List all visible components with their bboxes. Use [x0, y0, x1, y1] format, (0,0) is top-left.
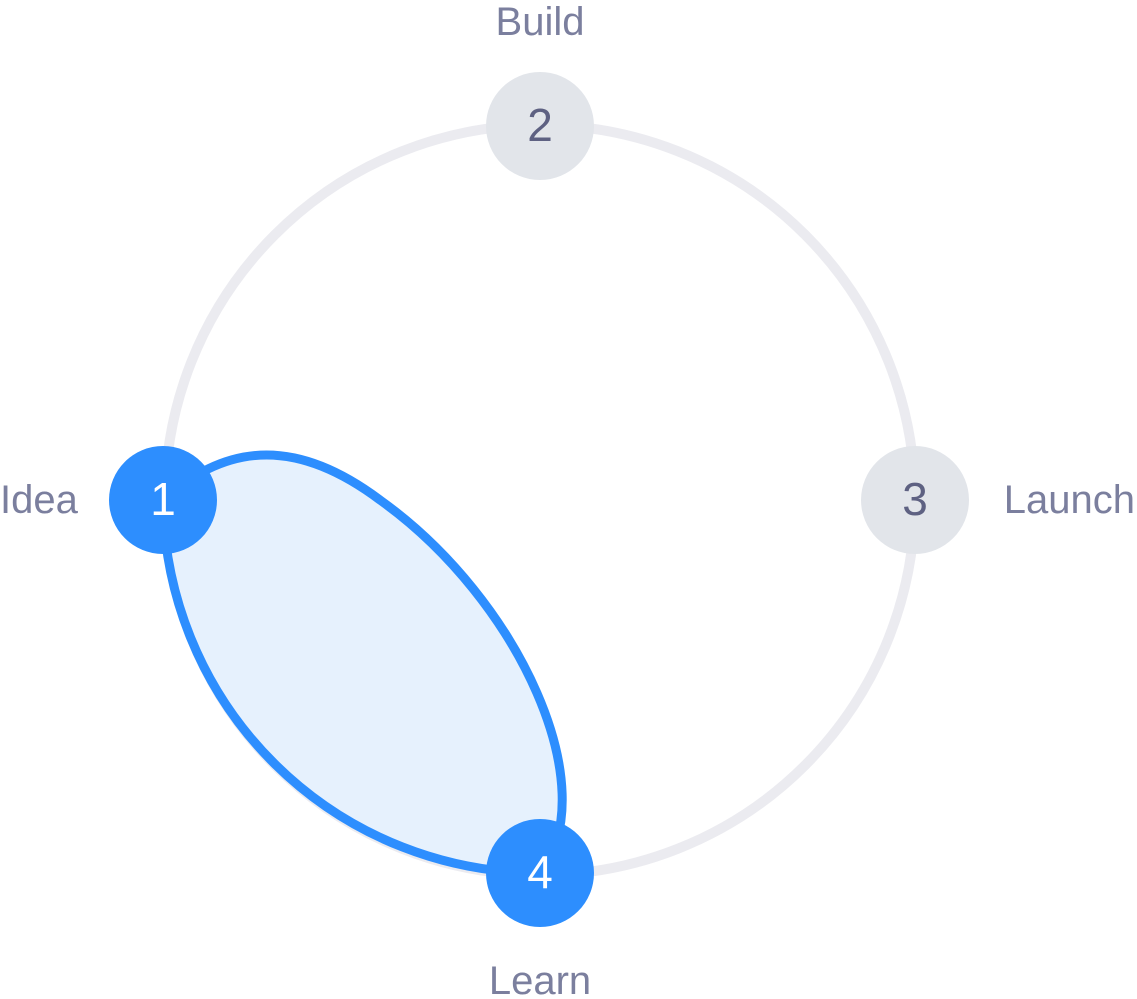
- highlight-skip-arc: [158, 450, 567, 878]
- step-node-build[interactable]: 2: [486, 72, 594, 180]
- highlight-fill-shape: [163, 455, 563, 873]
- highlight-return-arc: [158, 495, 545, 878]
- step-label-learn: Learn: [489, 959, 591, 999]
- step-node-launch[interactable]: 3: [861, 446, 969, 554]
- step-label-launch: Launch: [1004, 478, 1135, 522]
- step-circle-2: [486, 72, 594, 180]
- step-node-learn[interactable]: 4: [486, 819, 594, 927]
- step-number-3: 3: [902, 473, 928, 525]
- step-number-4: 4: [527, 846, 553, 898]
- step-circle-4: [486, 819, 594, 927]
- step-number-1: 1: [150, 473, 176, 525]
- step-label-idea: Idea: [0, 478, 79, 522]
- step-node-idea[interactable]: 1: [109, 446, 217, 554]
- step-circle-3: [861, 446, 969, 554]
- step-number-2: 2: [527, 99, 553, 151]
- step-circle-1: [109, 446, 217, 554]
- step-label-build: Build: [496, 0, 585, 44]
